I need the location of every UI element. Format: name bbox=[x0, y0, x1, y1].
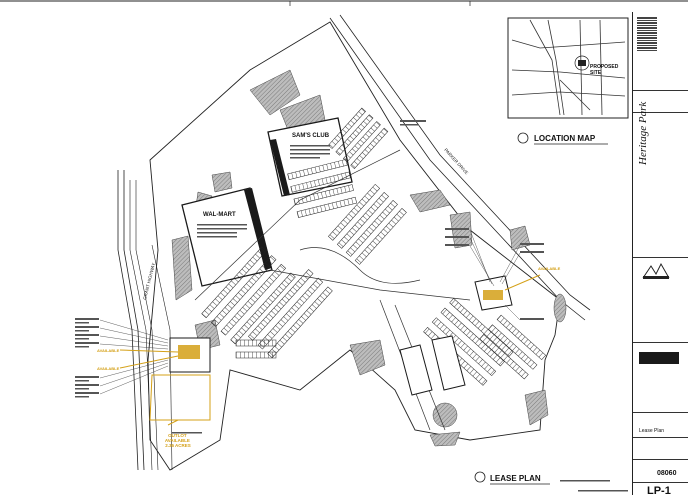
lease-plan-title: LEASE PLAN bbox=[490, 474, 541, 483]
firm-logo-icon bbox=[641, 262, 671, 280]
outlot-label-line-2: AVAILABLE bbox=[165, 438, 190, 443]
available-tag-east: AVAILABLE bbox=[538, 266, 561, 271]
site-boundary bbox=[147, 21, 561, 471]
sheet-number: LP-1 bbox=[647, 485, 671, 497]
outlot-label-line-3: 2.36 ACRES bbox=[165, 443, 191, 448]
revision-list bbox=[637, 16, 657, 52]
annotation-marks bbox=[75, 120, 544, 434]
tenant-leaders-east bbox=[469, 229, 521, 321]
proposed-site-line-2: SITE bbox=[590, 70, 602, 76]
available-tag-west-1: AVAILABLE bbox=[97, 348, 120, 353]
available-spaces bbox=[178, 290, 503, 359]
outlot-label-line-1: OUTLOT bbox=[168, 433, 187, 438]
svg-text:PARKER DRIVE: PARKER DRIVE bbox=[443, 147, 469, 175]
detention-areas bbox=[171, 69, 567, 447]
lease-plan-north-icon bbox=[474, 471, 486, 483]
proposed-site-line-1: PROPOSED bbox=[590, 64, 619, 70]
project-name: Heritage Park bbox=[637, 101, 649, 165]
location-map-inset bbox=[507, 17, 629, 119]
walmart-label: WAL-MART bbox=[203, 212, 236, 218]
outlot-label: OUTLOT AVAILABLE 2.36 ACRES bbox=[165, 433, 191, 448]
tenant-leaders bbox=[99, 319, 169, 395]
proposed-site-label: PROPOSED SITE bbox=[590, 64, 620, 76]
job-number: 08060 bbox=[657, 470, 677, 477]
location-map-north-icon bbox=[517, 132, 529, 144]
location-map-title: LOCATION MAP bbox=[534, 134, 596, 143]
outlot-boundary bbox=[149, 374, 211, 421]
main-road bbox=[329, 14, 591, 321]
sheet-title: Lease Plan bbox=[639, 428, 665, 434]
seal-block bbox=[639, 352, 679, 364]
available-tag-west-2: AVAILABLE bbox=[97, 366, 120, 371]
title-block: Lease Plan 08060 LP-1 bbox=[632, 12, 688, 497]
sams-club-label: SAM'S CLUB bbox=[292, 133, 330, 139]
highway-lines bbox=[117, 170, 173, 471]
